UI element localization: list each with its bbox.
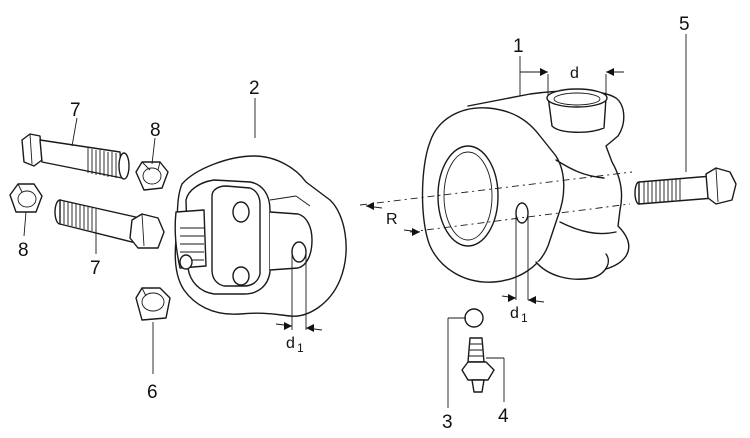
label-2: 2 [249, 78, 260, 99]
label-8-left: 8 [18, 240, 29, 261]
dimension-d1-left [275, 322, 323, 332]
dimension-d1-right [501, 294, 545, 304]
label-6: 6 [147, 382, 158, 403]
yoke-1 [421, 74, 630, 300]
ball-3 [464, 308, 484, 328]
dim-d1-right-sub: 1 [521, 311, 528, 325]
dim-d-label: d [570, 65, 579, 82]
bolt-5 [634, 167, 737, 205]
flange-yoke-2 [174, 155, 347, 330]
dim-d1-left-sub: 1 [297, 341, 304, 355]
part-labels: 7 8 8 7 2 6 1 5 3 4 [18, 14, 690, 433]
label-1: 1 [513, 36, 524, 57]
nut-8-left [9, 183, 43, 213]
nut-6 [135, 287, 171, 321]
dimension-d [520, 68, 624, 76]
label-7-top: 7 [70, 100, 81, 121]
grease-nipple-4 [461, 337, 495, 393]
bolt-7-top [21, 133, 130, 180]
dimension-labels: d R d 1 d 1 [286, 65, 579, 355]
bolt-7-bottom [54, 199, 165, 249]
dim-d1-right-label: d [510, 305, 519, 322]
dim-R-label: R [386, 211, 398, 228]
dim-d1-left-label: d [286, 335, 295, 352]
leader-lines [23, 34, 687, 408]
label-7-bottom: 7 [90, 258, 101, 279]
label-4: 4 [498, 406, 509, 427]
dimension-R [365, 202, 421, 236]
center-lines [359, 171, 633, 233]
label-3: 3 [442, 412, 453, 433]
label-5: 5 [679, 14, 690, 35]
nut-8-top [135, 161, 169, 191]
label-8-top: 8 [150, 120, 161, 141]
